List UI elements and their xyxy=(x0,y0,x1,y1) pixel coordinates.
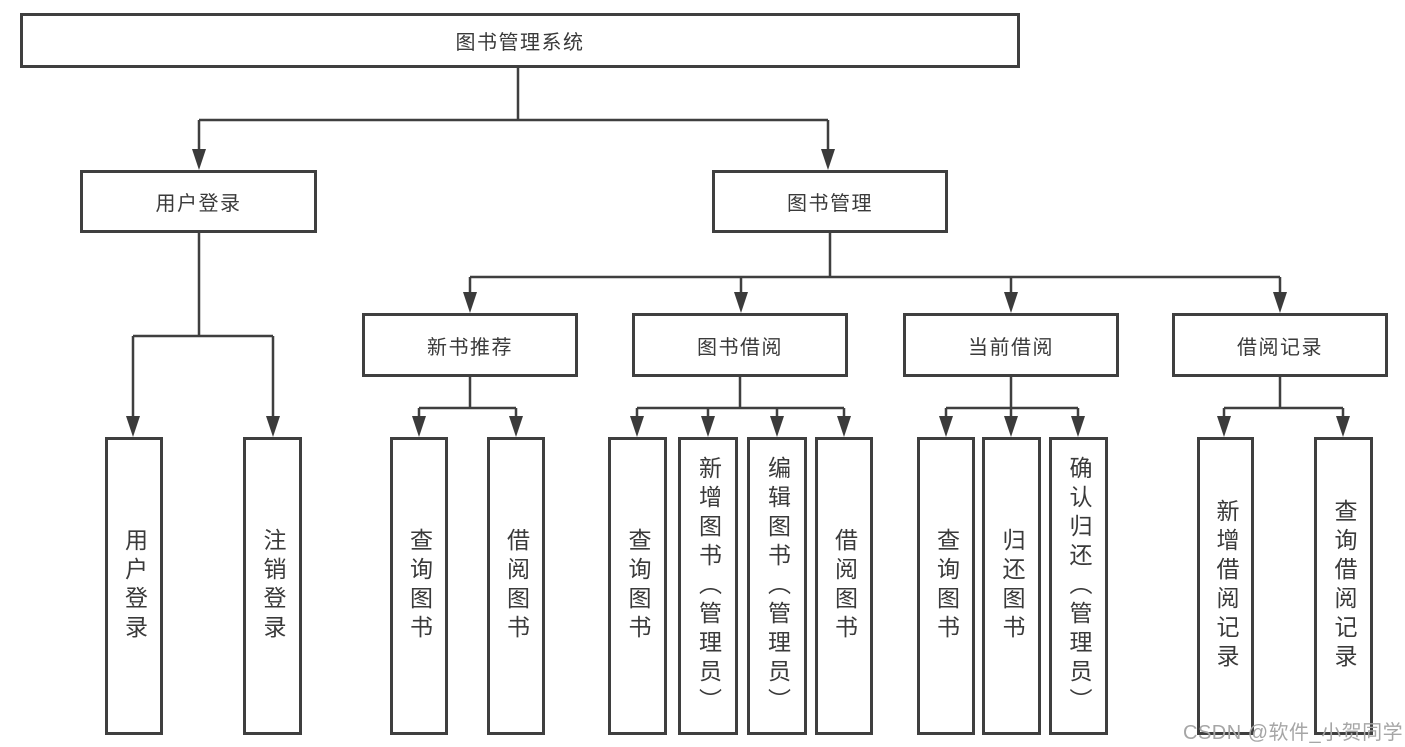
leaf-borrow-books: 借阅图书 xyxy=(815,437,873,735)
leaf-borrow-books-recommend: 借阅图书 xyxy=(487,437,545,735)
connector-bookborrow-to-leaves xyxy=(630,377,851,437)
leaf-add-books-admin: 新增图书（管理员） xyxy=(678,437,738,735)
node-user-login: 用户登录 xyxy=(80,170,317,233)
leaf-user-login: 用户登录 xyxy=(105,437,163,735)
leaf-logout: 注销登录 xyxy=(243,437,302,735)
leaf-confirm-return-admin: 确认归还（管理员） xyxy=(1049,437,1108,735)
leaf-query-borrow-record: 查询借阅记录 xyxy=(1314,437,1373,735)
csdn-watermark: CSDN @软件_小贺同学 xyxy=(1183,722,1404,744)
node-library-system: 图书管理系统 xyxy=(20,13,1020,68)
node-borrow-records: 借阅记录 xyxy=(1172,313,1388,377)
connector-borrowrecord-to-leaves xyxy=(1217,377,1350,437)
leaf-add-borrow-record: 新增借阅记录 xyxy=(1197,437,1254,735)
connector-bookmgmt-to-level3 xyxy=(463,233,1287,313)
node-book-borrowing: 图书借阅 xyxy=(632,313,848,377)
leaf-return-books: 归还图书 xyxy=(982,437,1041,735)
node-new-book-recommend: 新书推荐 xyxy=(362,313,578,377)
node-current-borrowing: 当前借阅 xyxy=(903,313,1119,377)
connector-userlogin-to-leaves xyxy=(126,233,280,437)
leaf-query-books-borrowing: 查询图书 xyxy=(608,437,667,735)
connector-root-to-level2 xyxy=(192,68,835,170)
connector-newbook-to-leaves xyxy=(412,377,523,437)
leaf-query-books-recommend: 查询图书 xyxy=(390,437,448,735)
leaf-query-books-current: 查询图书 xyxy=(917,437,975,735)
node-book-management: 图书管理 xyxy=(712,170,948,233)
connector-currentborrow-to-leaves xyxy=(939,377,1085,437)
leaf-edit-books-admin: 编辑图书（管理员） xyxy=(747,437,807,735)
